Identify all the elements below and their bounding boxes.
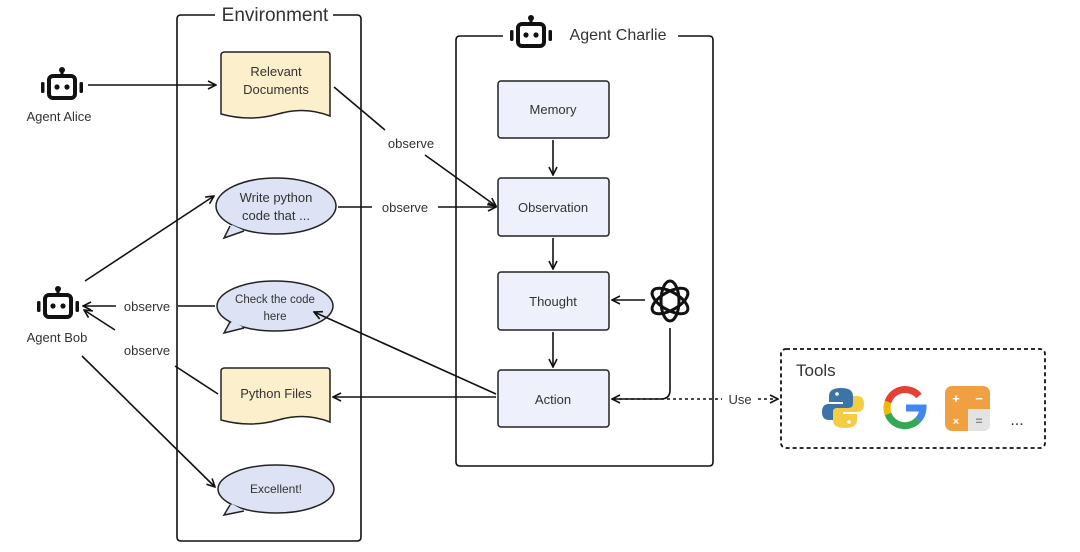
svg-text:Excellent!: Excellent! [250, 482, 302, 496]
documents-observe-line [333, 86, 386, 131]
agent-charlie-container: Agent Charlie [455, 13, 714, 467]
svg-text:Action: Action [535, 392, 571, 407]
svg-text:Observation: Observation [518, 200, 588, 215]
svg-text:Thought: Thought [529, 294, 577, 309]
svg-text:Agent Charlie: Agent Charlie [570, 27, 667, 44]
svg-text:Agent Alice: Agent Alice [26, 109, 91, 124]
robot-icon [35, 284, 81, 319]
openai-icon [650, 279, 690, 323]
memory-module: Memory [497, 80, 610, 139]
svg-text:Write python: Write python [240, 190, 313, 205]
svg-text:Tools: Tools [796, 361, 836, 380]
svg-text:Relevant: Relevant [250, 64, 302, 79]
robot-icon [39, 65, 85, 100]
svg-text:observe: observe [382, 200, 428, 215]
python-files-to-bob-arrow [84, 310, 116, 331]
calculator-icon: + − × = [945, 386, 990, 431]
svg-text:=: = [975, 414, 982, 428]
observation-module: Observation [497, 177, 610, 237]
python-files-node: Python Files [220, 367, 331, 425]
robot-icon [508, 13, 554, 48]
excellent-message: Excellent! [217, 464, 335, 517]
svg-text:Check the code: Check the code [235, 294, 315, 306]
write-python-message: Write python code that ... [215, 177, 337, 240]
agent-bob: Agent Bob [27, 284, 88, 345]
more-tools-ellipsis: ... [1010, 412, 1023, 429]
python-files-observe-line [174, 365, 219, 395]
svg-text:+: + [952, 391, 960, 406]
svg-text:×: × [953, 416, 959, 428]
thought-module: Thought [497, 271, 610, 331]
svg-text:observe: observe [388, 136, 434, 151]
svg-text:code that ...: code that ... [242, 208, 310, 223]
bob-to-write-python-arrow [84, 196, 214, 282]
documents-to-observation-arrow [424, 154, 496, 206]
svg-text:Use: Use [728, 392, 751, 407]
relevant-documents-node: Relevant Documents [220, 51, 331, 119]
svg-text:Agent Bob: Agent Bob [27, 330, 88, 345]
svg-text:observe: observe [124, 299, 170, 314]
google-icon [883, 386, 927, 430]
llm-to-action-arrow [612, 328, 671, 399]
tools-container: Tools + − × = ... [780, 348, 1046, 449]
svg-text:−: − [975, 391, 983, 406]
edges: observe observe observe observe Use [81, 85, 778, 487]
action-to-check-code-arrow [314, 312, 497, 395]
svg-text:Python Files: Python Files [240, 386, 312, 401]
svg-text:Memory: Memory [530, 102, 577, 117]
svg-text:observe: observe [124, 343, 170, 358]
svg-text:Documents: Documents [243, 82, 309, 97]
agent-alice: Agent Alice [26, 65, 92, 124]
environment-title: Environment [222, 5, 329, 26]
python-icon [822, 388, 864, 428]
svg-text:here: here [263, 311, 286, 323]
bob-to-excellent-arrow [81, 355, 215, 487]
check-code-message: Check the code here [216, 280, 334, 335]
action-module: Action [497, 369, 610, 428]
environment-container: Environment [176, 5, 362, 542]
